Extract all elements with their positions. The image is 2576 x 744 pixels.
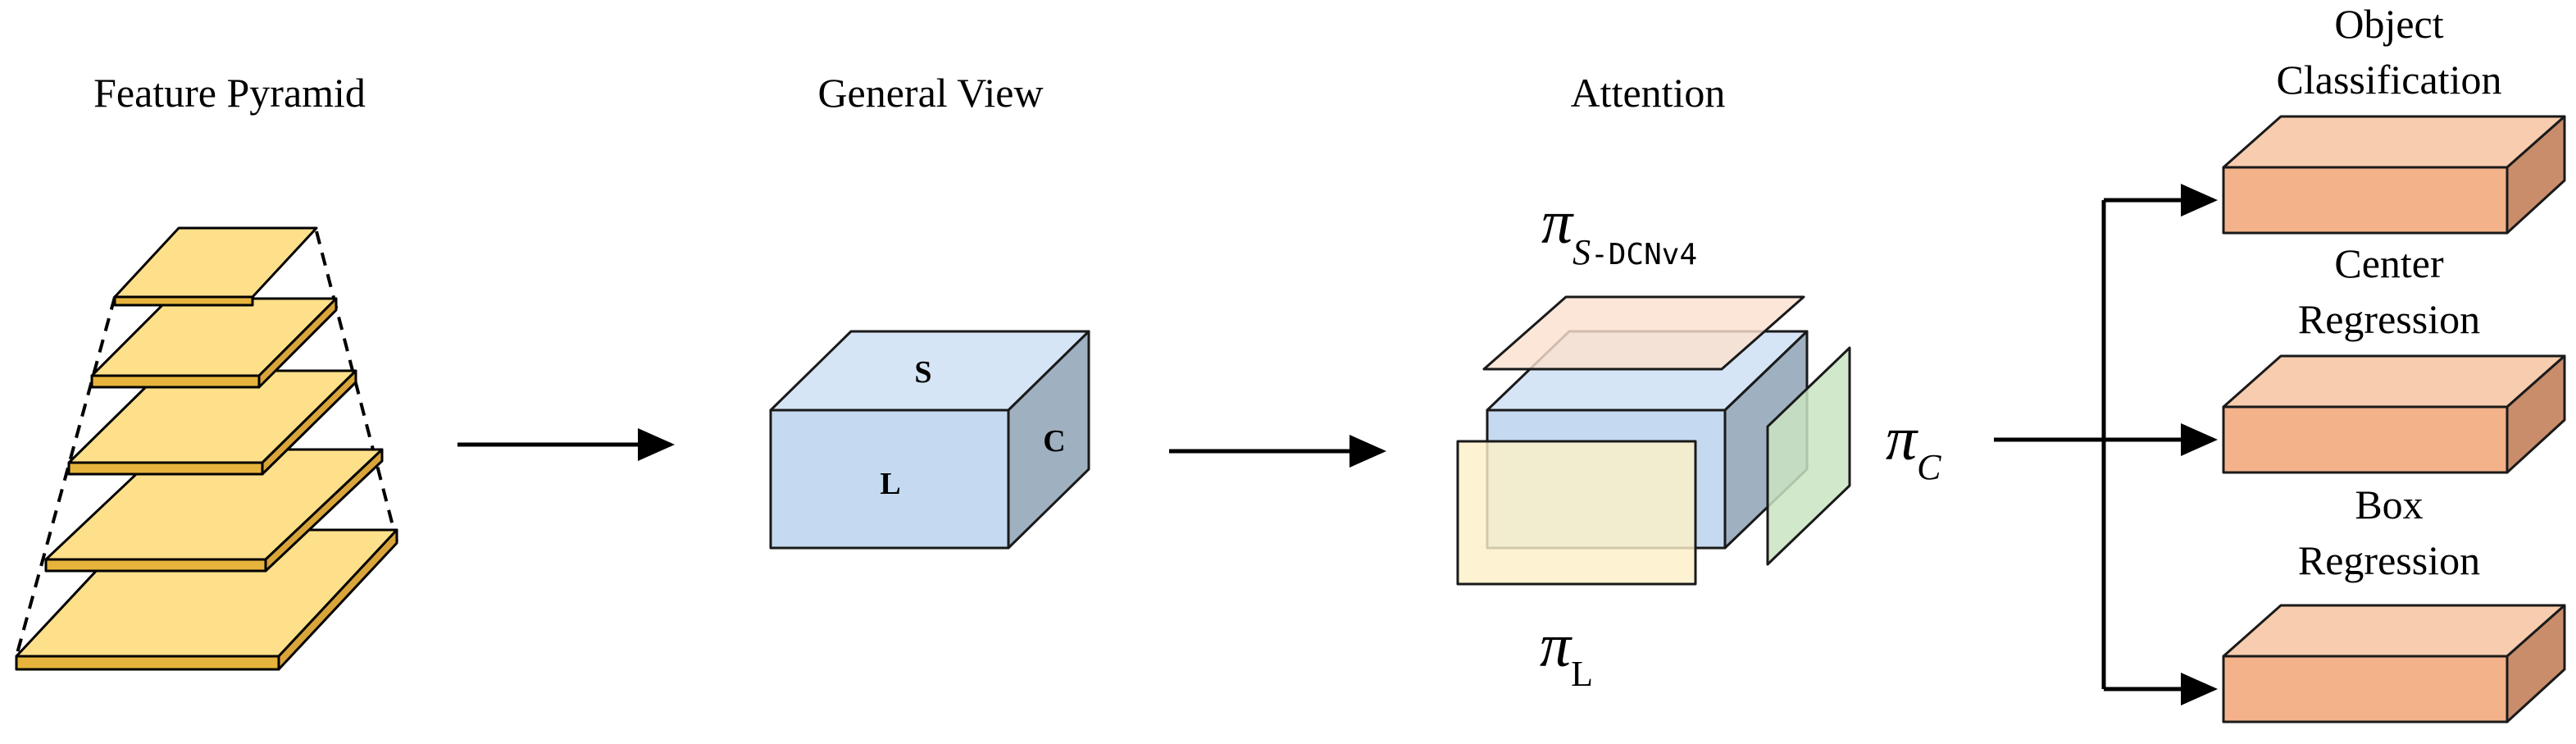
cube-label-l: L <box>880 467 900 501</box>
output-1-line1: Object <box>2334 1 2443 47</box>
pi-l-label: πL <box>1540 611 1593 694</box>
output-connectors <box>1994 200 2106 689</box>
pyramid-layer-5 <box>15 528 398 671</box>
pyramid-layer-1 <box>113 226 318 307</box>
output-2-line2: Regression <box>2298 296 2480 342</box>
attention-title: Attention <box>1571 70 1726 116</box>
cube-front-face <box>769 409 1010 550</box>
feature-pyramid-title: Feature Pyramid <box>93 70 366 116</box>
cube-label-c: C <box>1043 424 1065 459</box>
attention-plane-l <box>1456 440 1697 586</box>
pyramid-layer-3 <box>67 369 357 476</box>
center-regression-head <box>2222 354 2566 474</box>
pi-c-label: πC <box>1886 404 1941 487</box>
pi-s-dcnv4-label: πS-DCNv4 <box>1541 188 1697 272</box>
general-view-title: General View <box>817 70 1043 116</box>
feature-pyramid <box>15 226 398 671</box>
pyramid-layer-2 <box>90 297 338 389</box>
attention-block <box>1456 295 1851 586</box>
output-3-line1: Box <box>2355 482 2423 527</box>
general-view-cube <box>769 330 1090 550</box>
attention-plane-c <box>1766 346 1851 566</box>
object-classification-head <box>2222 115 2566 235</box>
box-regression-head <box>2222 604 2566 723</box>
attention-plane-s <box>1482 295 1805 371</box>
output-1-line2: Classification <box>2277 57 2502 103</box>
output-3-line2: Regression <box>2298 537 2480 583</box>
cube-label-s: S <box>914 355 931 390</box>
output-2-line1: Center <box>2334 240 2444 286</box>
pyramid-layer-4 <box>44 448 384 573</box>
